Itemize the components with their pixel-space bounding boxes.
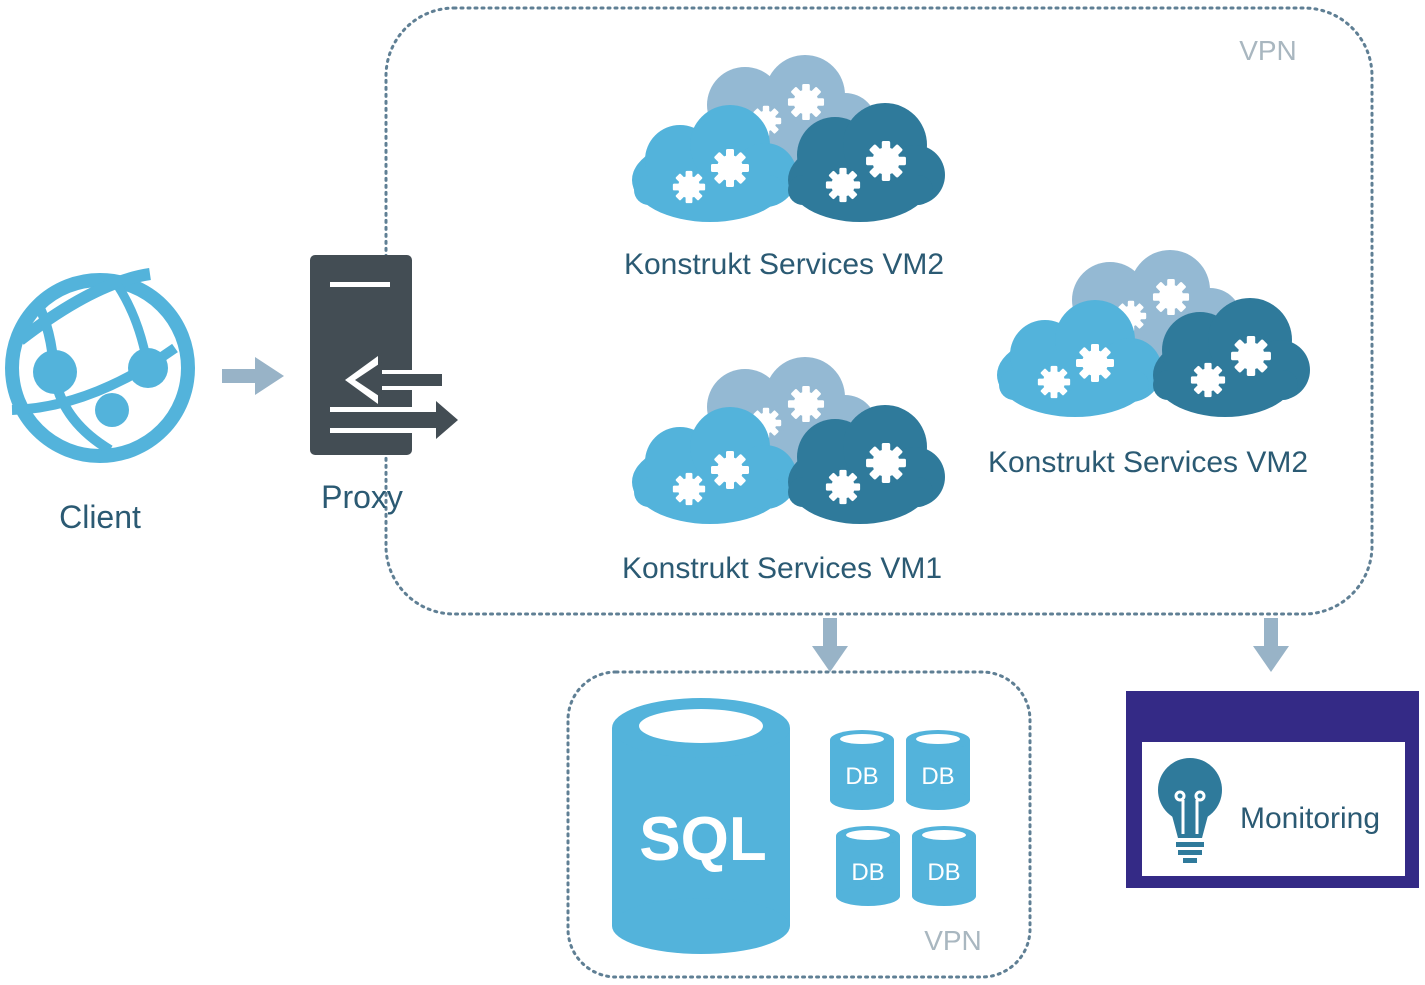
- client-label: Client: [59, 499, 141, 535]
- sql-database-icon: [612, 698, 790, 954]
- web-app-globe-icon: [5, 268, 195, 463]
- cloud-gears-icon: [632, 357, 945, 524]
- proxy-server-icon: [310, 255, 465, 455]
- arrow-client-to-proxy: [222, 357, 284, 395]
- sql-label: SQL: [639, 805, 766, 874]
- db-cylinder-icon: [912, 826, 976, 906]
- db-label: DB: [921, 763, 954, 790]
- db-cylinder-icon: [906, 730, 970, 810]
- db-label: DB: [851, 859, 884, 886]
- cloud-gears-icon: [997, 250, 1310, 417]
- arrow-vpn-to-monitoring: [1253, 618, 1289, 672]
- service-label-vm2-top: Konstrukt Services VM2: [624, 248, 944, 281]
- vpn-main-label: VPN: [1239, 35, 1297, 66]
- proxy-label: Proxy: [321, 479, 403, 515]
- db-cylinder-icon: [830, 730, 894, 810]
- monitoring-label: Monitoring: [1240, 802, 1380, 835]
- db-label: DB: [845, 763, 878, 790]
- arrow-vpn-to-database: [812, 618, 848, 672]
- service-label-vm2-right: Konstrukt Services VM2: [988, 446, 1308, 479]
- cloud-gears-icon: [632, 55, 945, 222]
- vpn-database-boundary: [566, 670, 1032, 979]
- service-label-vm1: Konstrukt Services VM1: [622, 552, 942, 585]
- db-cylinder-icon: [836, 826, 900, 906]
- vpn-database-label: VPN: [924, 925, 982, 956]
- lightbulb-icon: [1158, 758, 1222, 863]
- db-label: DB: [927, 859, 960, 886]
